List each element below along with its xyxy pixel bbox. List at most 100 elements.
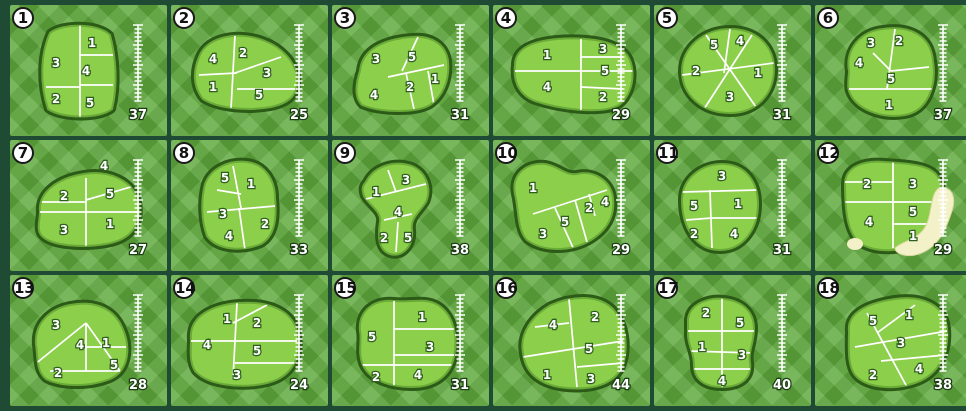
green-depth-label: 29	[612, 243, 630, 258]
zone-label: 5	[86, 96, 94, 110]
putting-surface	[202, 162, 275, 249]
putting-surface	[515, 38, 633, 110]
zone-label: 1	[905, 308, 913, 322]
zone-label: 5	[221, 171, 229, 185]
green-diagram: 1342538	[332, 140, 489, 271]
zone-label: 4	[865, 215, 873, 229]
zone-label: 4	[543, 80, 551, 94]
zone-label: 4	[394, 205, 402, 219]
zone-label: 4	[209, 52, 217, 66]
zone-label: 4	[76, 338, 84, 352]
zone-label: 1	[754, 66, 762, 80]
zone-label: 5	[368, 330, 376, 344]
hole-number-badge: 8	[173, 142, 195, 164]
zone-label: 1	[223, 312, 231, 326]
depth-ruler	[455, 160, 465, 236]
zone-label: 3	[897, 336, 905, 350]
zone-label: 2	[253, 316, 261, 330]
zone-label: 3	[539, 227, 547, 241]
hole-number-badge: 17	[656, 277, 678, 299]
zone-label: 4	[370, 88, 378, 102]
zone-label: 2	[599, 90, 607, 104]
hole-number-badge: 12	[817, 142, 839, 164]
hole-number-badge: 14	[173, 277, 195, 299]
zone-label: 2	[52, 92, 60, 106]
green-depth-label: 29	[612, 108, 630, 123]
green-depth-label: 31	[773, 108, 791, 123]
zone-label: 3	[52, 56, 60, 70]
depth-ruler	[133, 295, 143, 371]
green-depth-label: 25	[290, 108, 308, 123]
zone-label: 2	[692, 64, 700, 78]
zone-label: 4	[855, 56, 863, 70]
zone-label: 1	[529, 181, 537, 195]
zone-label: 3	[52, 318, 60, 332]
depth-ruler	[616, 160, 626, 236]
zone-label: 3	[402, 173, 410, 187]
zone-label: 4	[915, 362, 923, 376]
zone-label: 2	[380, 231, 388, 245]
hole-number-badge: 6	[817, 7, 839, 29]
zone-label: 5	[561, 215, 569, 229]
zone-label: 3	[599, 42, 607, 56]
sand-bunker	[847, 238, 863, 250]
hole-number-badge: 16	[495, 277, 517, 299]
depth-ruler	[777, 25, 787, 101]
zone-label: 1	[885, 98, 893, 112]
green-depth-label: 31	[451, 378, 469, 393]
zone-label: 1	[431, 72, 439, 86]
zone-label: 5	[710, 38, 718, 52]
zone-label: 5	[909, 205, 917, 219]
green-depth-label: 31	[773, 243, 791, 258]
zone-label: 1	[909, 229, 917, 243]
zone-label: 3	[718, 169, 726, 183]
zone-label: 1	[543, 368, 551, 382]
zone-label: 3	[587, 372, 595, 386]
zone-label: 4	[100, 159, 108, 173]
zone-label: 3	[60, 223, 68, 237]
zone-label: 5	[106, 187, 114, 201]
zone-label: 4	[225, 229, 233, 243]
hole-number-badge: 15	[334, 277, 356, 299]
depth-ruler	[133, 25, 143, 101]
green-depth-label: 33	[290, 243, 308, 258]
hole-card-8[interactable]: 5 1 3 2 4 33 8	[171, 140, 328, 271]
hole-number-badge: 10	[495, 142, 517, 164]
zone-label: 5	[255, 88, 263, 102]
zone-label: 2	[261, 217, 269, 231]
zone-label: 3	[219, 207, 227, 221]
zone-label: 4	[82, 64, 90, 78]
depth-ruler	[777, 295, 787, 371]
green-diagram: 4231525	[171, 5, 328, 136]
zone-label: 2	[54, 366, 62, 380]
zone-label: 1	[247, 177, 255, 191]
hole-number-badge: 7	[12, 142, 34, 164]
zone-label: 4	[414, 368, 422, 382]
green-depth-label: 38	[934, 378, 952, 393]
zone-label: 3	[909, 177, 917, 191]
green-depth-label: 44	[612, 378, 630, 393]
zone-label: 2	[895, 34, 903, 48]
green-diagram: 5421331	[654, 5, 811, 136]
green-depth-label: 31	[451, 108, 469, 123]
hole-number-badge: 5	[656, 7, 678, 29]
